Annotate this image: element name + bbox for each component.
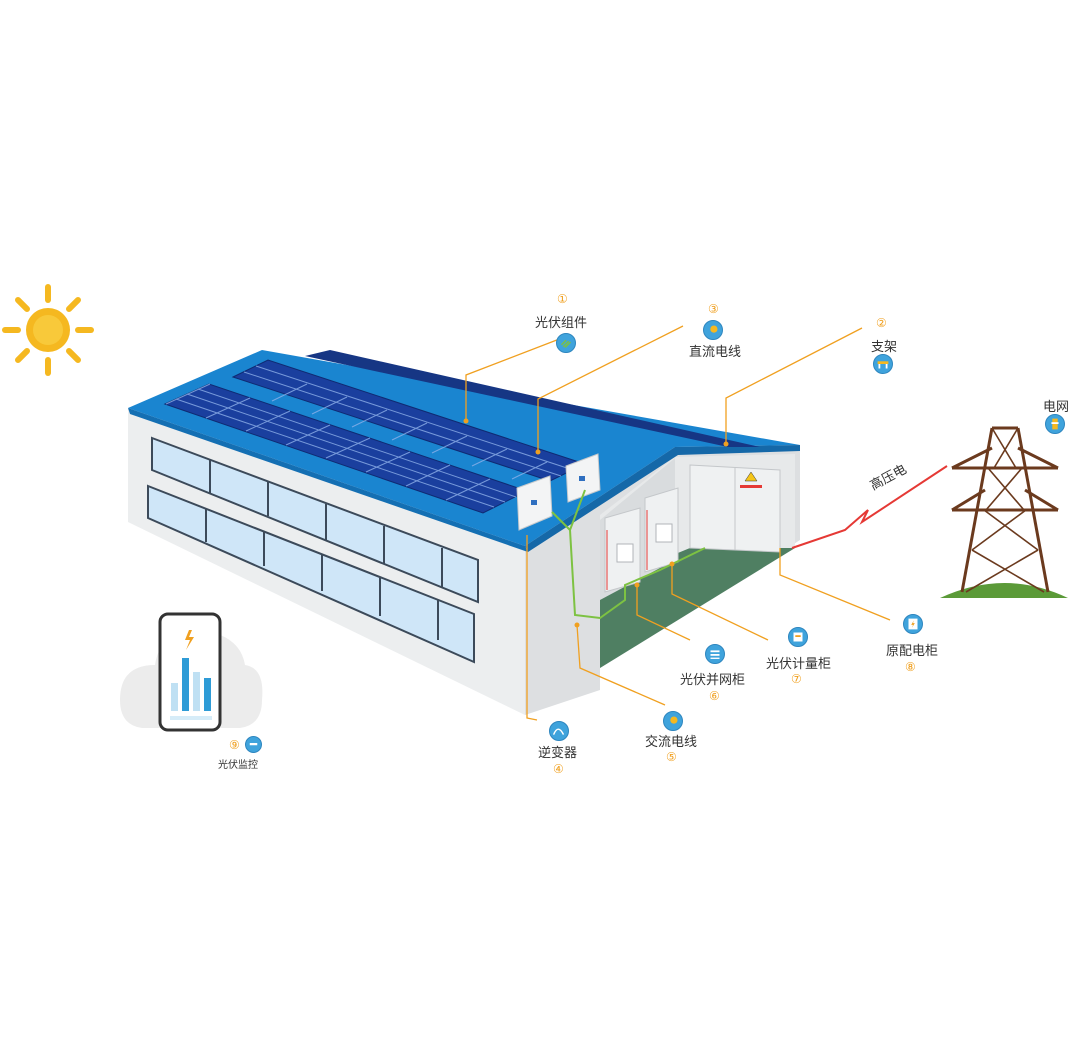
bracket-icon [873,354,893,374]
high-voltage-line [791,465,948,549]
inverter-units [516,453,601,531]
grid-cabinet-label: 光伏并网柜 [680,673,746,688]
ac-cable-label: 交流电线 [645,735,698,750]
cabinets [604,464,781,593]
dc-cable-icon [703,320,723,340]
dc-cable-number: ③ [708,302,719,316]
inverter-icon [549,721,569,741]
room-floor [600,548,795,668]
solar-panel-icon [556,333,576,353]
transmission-tower [940,426,1068,598]
monitoring-icon [245,736,262,753]
bracket-number: ② [876,316,887,330]
pv-module-label: 光伏组件 [535,316,588,331]
dc-cable-label: 直流电线 [689,345,742,360]
monitoring-illustration [120,612,263,732]
inverter-label: 逆变器 [538,746,578,761]
monitoring-label: 光伏监控 [218,760,258,771]
windows [147,436,479,664]
distribution-cabinet-icon [903,614,923,634]
solar-panel-array [163,350,760,514]
grid-label: 电网 [1043,400,1070,415]
inverter-number: ④ [553,762,564,776]
leader-lines [465,325,891,721]
monitoring-number: ⑨ [229,738,240,752]
sun-icon [2,284,94,376]
ac-cable-icon [663,711,683,731]
grid-cabinet-icon [705,644,725,664]
meter-cabinet-icon [788,627,808,647]
meter-cabinet-number: ⑦ [791,672,802,686]
grid-tower-icon [1045,414,1065,434]
ac-cable-number: ⑤ [666,750,677,764]
pv-module-number: ① [557,292,568,306]
distribution-cabinet-number: ⑧ [905,660,916,674]
meter-cabinet-label: 光伏计量柜 [766,657,832,672]
ac-cable-line [551,511,706,620]
bracket-label: 支架 [871,340,898,355]
distribution-cabinet-label: 原配电柜 [886,644,939,659]
grid-cabinet-number: ⑥ [709,689,720,703]
